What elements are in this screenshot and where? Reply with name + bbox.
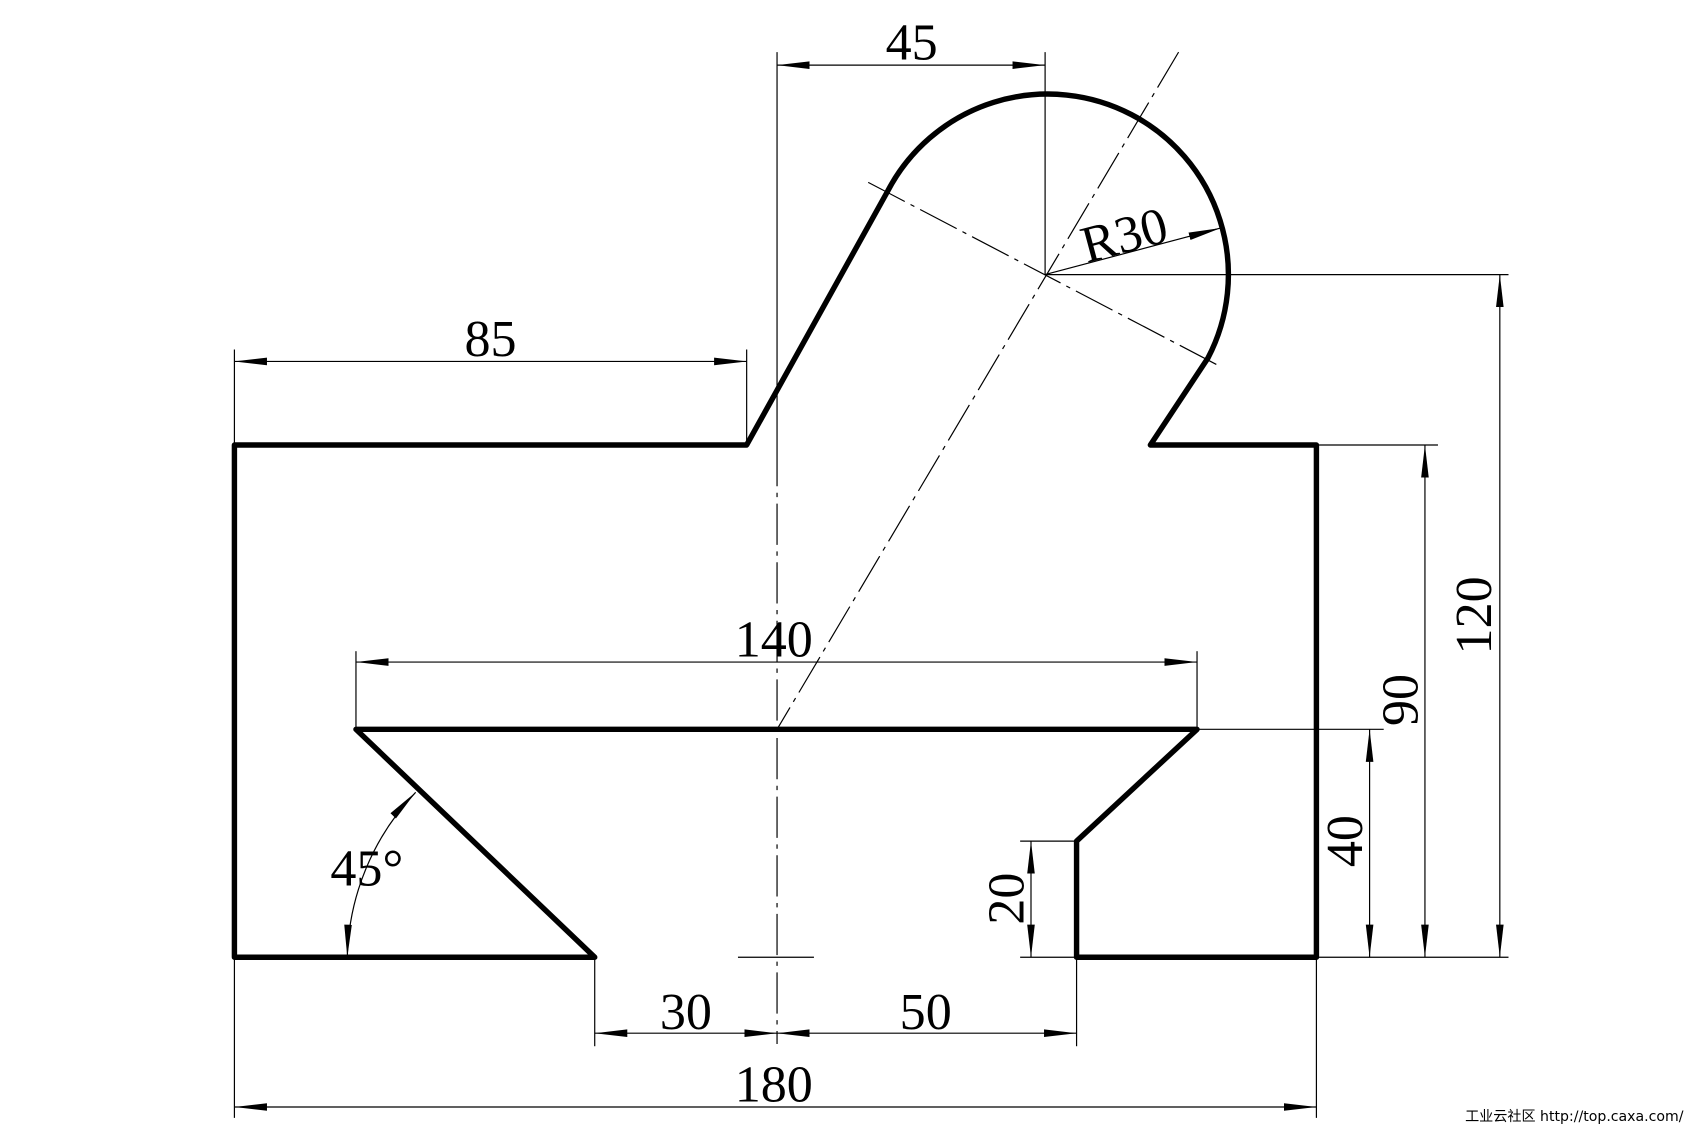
dim-40: 40	[1317, 815, 1374, 867]
dim-30: 30	[660, 984, 712, 1041]
dim-50: 50	[900, 984, 952, 1041]
dim-radius: R30	[1075, 197, 1174, 275]
dim-140: 140	[735, 612, 813, 669]
dim-180: 180	[735, 1057, 813, 1114]
dim-45: 45	[886, 15, 938, 72]
dim-90: 90	[1372, 674, 1429, 726]
dim-20: 20	[978, 873, 1035, 925]
dim-120: 120	[1446, 576, 1503, 654]
watermark: 工业云社区 http://top.caxa.com/	[1465, 1109, 1684, 1125]
part-outline	[231, 91, 1320, 960]
dimension-lines	[234, 61, 1504, 1111]
dim-85: 85	[464, 311, 516, 368]
dim-angle: 45°	[330, 841, 403, 898]
